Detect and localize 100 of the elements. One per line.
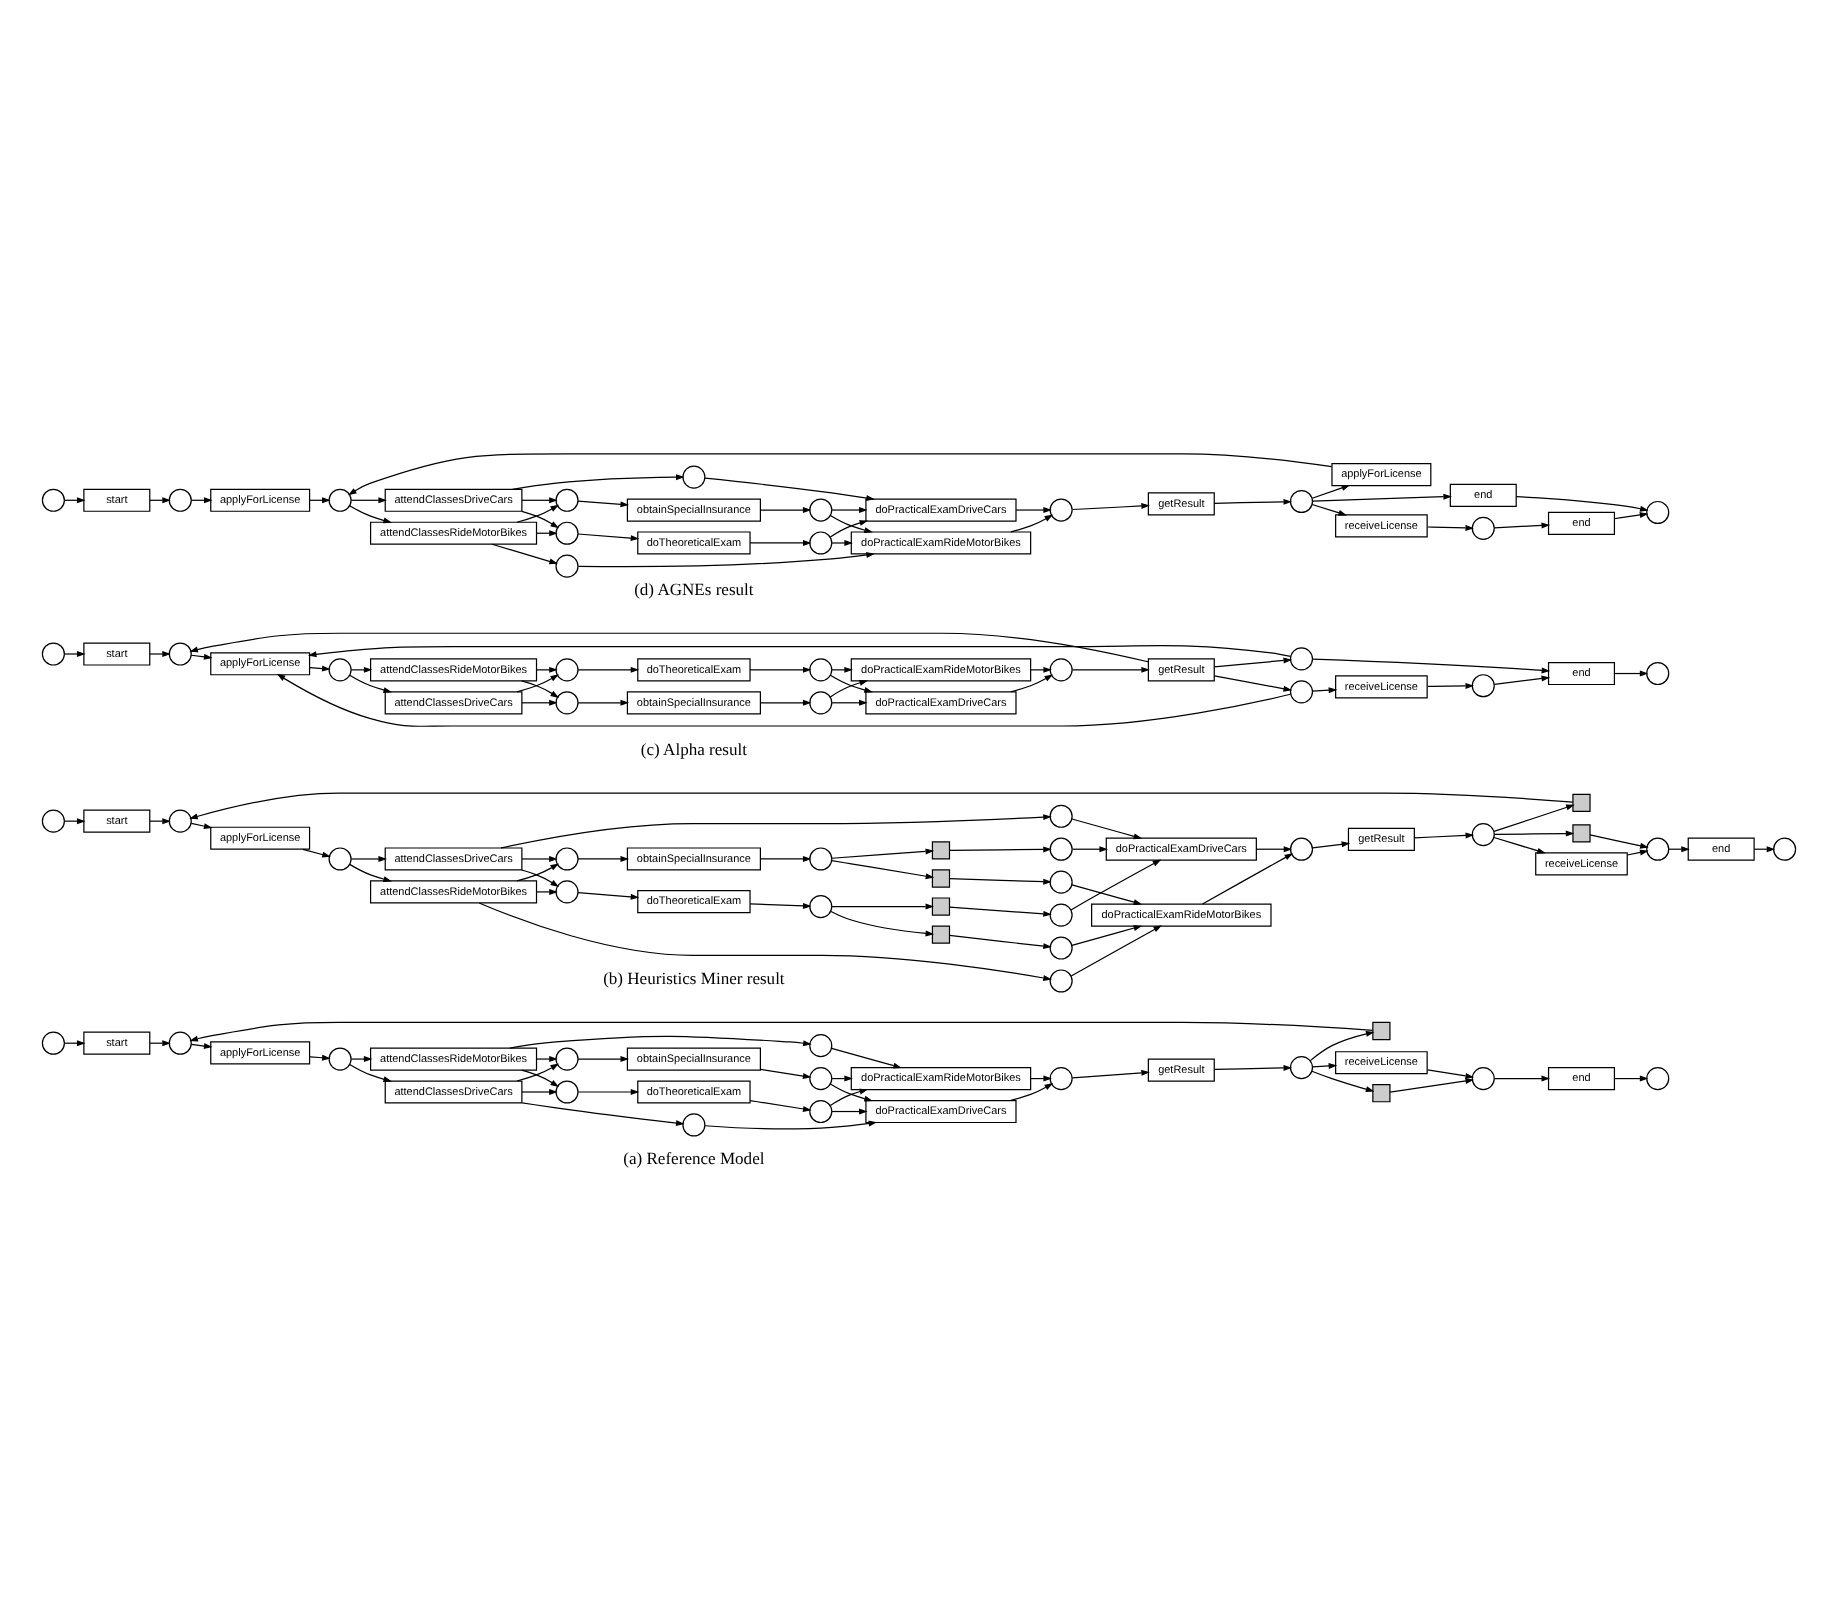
node-circle [554,691,578,715]
arrow [576,856,629,862]
arrow [576,666,639,673]
node-circle [554,658,578,682]
arrow [1070,666,1149,673]
arrow [1492,675,1550,686]
arrow [515,863,558,882]
arrow [1212,498,1292,505]
node-box [1571,793,1590,812]
node-circle [40,642,64,666]
node-box [930,925,950,944]
node-circle [808,1034,832,1058]
arrow [306,645,1291,658]
node-box [930,897,950,916]
arrow [1492,830,1574,837]
node-circle [167,809,191,833]
arrow [830,699,867,706]
node-circle [40,809,64,833]
arrow [947,906,1051,917]
arrow [576,533,639,542]
arrow [828,1088,868,1107]
arrow [1070,884,1142,906]
node-circle [1772,837,1796,861]
node-circle [1048,837,1072,861]
arrow [759,699,811,706]
node-circle [808,1067,832,1091]
arrow [349,497,386,504]
arrow [1426,1069,1473,1079]
arrow [947,878,1051,885]
arrow [1310,485,1350,499]
node-circle [1288,680,1313,704]
arrow [1212,1064,1292,1071]
node-circle [40,488,64,512]
arrow [515,504,558,523]
arrow [1612,1075,1648,1082]
node-circle [1288,647,1313,671]
arrow [1308,1030,1374,1062]
node-circle [808,658,832,682]
arrow [301,848,330,858]
arrow [576,500,629,508]
arrow [520,699,557,706]
node-circle [808,894,832,919]
arrow [1492,522,1550,529]
arrow [520,869,559,887]
node-circle [1288,489,1313,514]
arrow [1009,514,1053,533]
node-circle [167,488,191,512]
arrow [535,888,557,895]
arrow [1009,1083,1053,1102]
arrow [348,863,391,882]
arrow [576,1089,639,1095]
node-box [930,869,950,888]
arrow [703,477,874,501]
label: (a) Reference Model [622,1147,764,1168]
arrow [1492,836,1545,854]
arrow [1212,675,1291,692]
arrow [347,453,1332,496]
node-circle [1470,516,1494,540]
label: (c) Alpha result [639,738,746,759]
arrow [508,1035,811,1049]
arrow [1310,687,1337,694]
node-circle [327,658,351,682]
arrow [828,679,868,698]
arrow [1069,859,1161,911]
arrow [828,674,872,693]
node-circle [1048,1067,1072,1091]
node-circle [554,880,578,904]
arrow [759,1068,811,1079]
arrow [576,551,874,568]
arrow [1070,925,1142,946]
node-circle [554,488,578,512]
node-circle [1048,936,1072,960]
arrow [748,902,811,909]
arrow [189,653,212,660]
arrow [759,856,811,862]
arrow [947,934,1051,950]
arrow [1310,658,1550,674]
label: (b) Heuristics Miner result [602,968,784,989]
arrow [1029,666,1051,673]
node-circle [554,521,578,545]
node-circle [1645,1067,1669,1091]
arrow [1310,1070,1374,1093]
arrow [1492,804,1574,832]
node-circle [554,1080,578,1104]
arrow [1254,846,1292,853]
label: (d) AGNEs result [633,579,753,600]
arrow [1200,853,1293,905]
arrow [348,674,391,693]
node-box [930,841,950,860]
arrow [1311,493,1451,502]
arrow [829,910,934,937]
arrow [515,1063,558,1082]
node-box [1371,1021,1390,1041]
node-circle [167,642,191,666]
arrow [349,856,386,862]
node-circle [40,1031,64,1055]
arrow [188,1021,1373,1042]
node-circle [327,847,351,871]
node-circle [1645,661,1669,686]
arrow [1514,496,1648,512]
